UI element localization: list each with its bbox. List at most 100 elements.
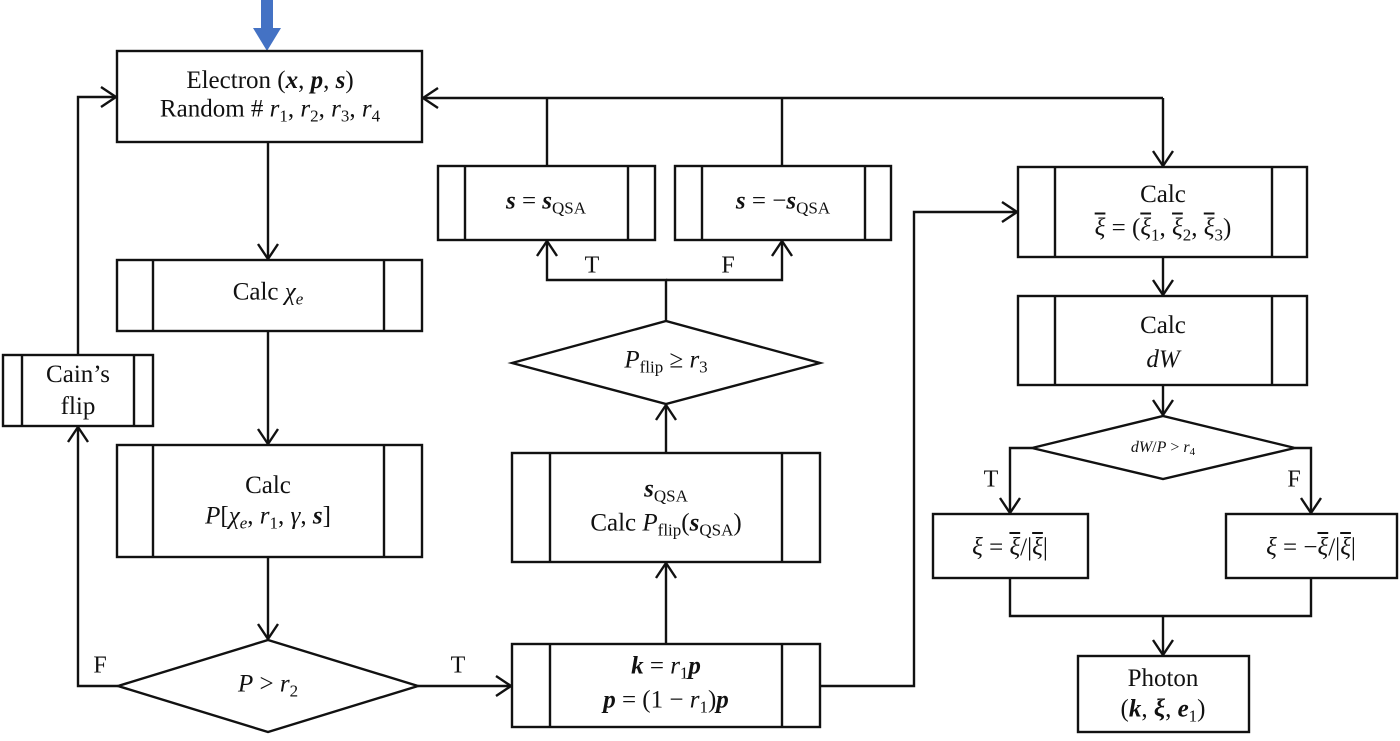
s-eq-sqsa-box — [436, 164, 657, 242]
comma: , — [1159, 214, 1173, 242]
k-update-line2: p = (1 − r1)p — [603, 685, 729, 724]
comma: , — [349, 95, 362, 123]
calc-dw-line2: dW — [1146, 346, 1180, 373]
xi-negative-label: ξ = −ξ/|ξ| — [1266, 532, 1356, 564]
s-eq-neg-sqsa-label: s = −sQSA — [736, 186, 830, 225]
sub: 1 — [269, 513, 278, 533]
op: = — [1276, 534, 1304, 561]
sub: 1 — [679, 663, 689, 683]
op: = — [982, 534, 1010, 561]
comma: , — [247, 502, 260, 530]
k-update-box — [510, 642, 822, 729]
op: | — [1042, 534, 1048, 561]
op: | — [1027, 534, 1033, 561]
edge-label-p-r2-true: T — [450, 652, 466, 679]
op: > — [253, 670, 280, 698]
op: / — [1328, 534, 1336, 561]
sub: 1 — [699, 697, 708, 717]
edge-label-pflip-false: F — [721, 252, 735, 279]
comma: , — [300, 502, 313, 530]
var-r: r — [670, 652, 680, 680]
sub: 2 — [310, 106, 319, 126]
op: | — [1335, 534, 1341, 561]
sub: 2 — [289, 681, 299, 701]
comma: , — [1165, 695, 1178, 723]
connectors — [67, 86, 1322, 697]
op: ≥ — [663, 346, 690, 374]
var-k: k — [1128, 695, 1142, 723]
var-r: r — [300, 95, 311, 123]
comma: , — [1141, 695, 1154, 723]
var-s: s — [505, 187, 516, 215]
var-r: r — [689, 346, 700, 374]
calc-xi-bar-line1: Calc — [1140, 181, 1186, 208]
sub: 4 — [1189, 446, 1196, 458]
paren: ) — [1197, 695, 1206, 723]
calc-word: Calc — [590, 509, 637, 537]
comma: , — [318, 95, 332, 123]
var-r: r — [689, 686, 700, 714]
s-eq-neg-sqsa-box — [673, 164, 893, 242]
var-xi-bar: ξ — [1009, 534, 1021, 561]
op: / — [1020, 534, 1028, 561]
electron-label-line2: Random # r1, r2, r3, r4 — [160, 94, 380, 133]
op: = — [1105, 214, 1133, 242]
calc-word: Calc — [232, 278, 279, 306]
edge-dw-true — [1008, 446, 1032, 513]
op: = — [745, 187, 773, 215]
calc-chi-label: Calc χe — [233, 277, 304, 316]
sub: 4 — [371, 106, 381, 126]
var-P: P — [205, 502, 221, 530]
sub: 3 — [340, 106, 350, 126]
var-e: e — [1177, 695, 1189, 723]
edge-pflip-false — [666, 241, 784, 282]
photon-line1: Photon — [1127, 665, 1199, 692]
var-dW: dW — [1130, 439, 1153, 456]
cains-label-line2: flip — [60, 393, 96, 420]
pflip-label: Pflip ≥ r3 — [624, 345, 707, 384]
electron-box — [115, 49, 424, 144]
pflip-ge-r3-decision — [507, 319, 825, 406]
var-s: s — [644, 475, 654, 503]
paren: ( — [1132, 214, 1141, 242]
var-s: s — [335, 67, 346, 94]
var-r: r — [331, 95, 341, 123]
var-k: k — [631, 652, 644, 680]
sub: QSA — [699, 520, 734, 540]
sub: QSA — [552, 198, 587, 218]
sub: e — [239, 513, 248, 533]
sub: QSA — [796, 198, 831, 218]
var-xi-bar: ξ — [1317, 534, 1329, 561]
var-chi: χ — [284, 278, 296, 306]
var-xi-bar: ξ — [1172, 214, 1183, 242]
comma: , — [1191, 214, 1204, 242]
edge-dw-false — [1295, 446, 1313, 513]
op: / — [1152, 439, 1157, 456]
edge-label-p-r2-false: F — [93, 652, 107, 679]
sqsa-line2: Calc Pflip(sQSA) — [590, 508, 741, 547]
calc-p-box — [115, 443, 424, 559]
var-r: r — [1183, 439, 1190, 456]
sub: e — [295, 289, 304, 309]
var-xi-bar: ξ — [1340, 534, 1351, 561]
calc-p-label-line2: P[χe, r1, γ, s] — [205, 501, 331, 540]
sub: 1 — [279, 106, 288, 126]
paren: ) — [345, 67, 354, 94]
sub: 3 — [699, 357, 708, 377]
entry-arrow — [253, 0, 281, 51]
dw-p-gt-r4-label: dW/P > r4 — [1131, 432, 1195, 468]
sub: flip — [639, 357, 664, 377]
var-P: P — [624, 346, 640, 374]
var-xi: ξ — [1266, 534, 1277, 561]
bracket: ] — [322, 502, 331, 530]
edge-label-dw-true: T — [983, 466, 999, 493]
photon-line2: (k, ξ, e1) — [1121, 694, 1206, 733]
op: > — [1166, 439, 1184, 456]
paren: ( — [1120, 695, 1129, 723]
electron-label-line1: Electron (x, p, s) — [186, 65, 353, 97]
paren: ) — [707, 686, 717, 714]
var-p: p — [688, 652, 701, 680]
calc-xi-bar-line2: ξ = (ξ1, ξ2, ξ3) — [1095, 213, 1232, 252]
var-xi-bar: ξ — [1203, 214, 1215, 242]
